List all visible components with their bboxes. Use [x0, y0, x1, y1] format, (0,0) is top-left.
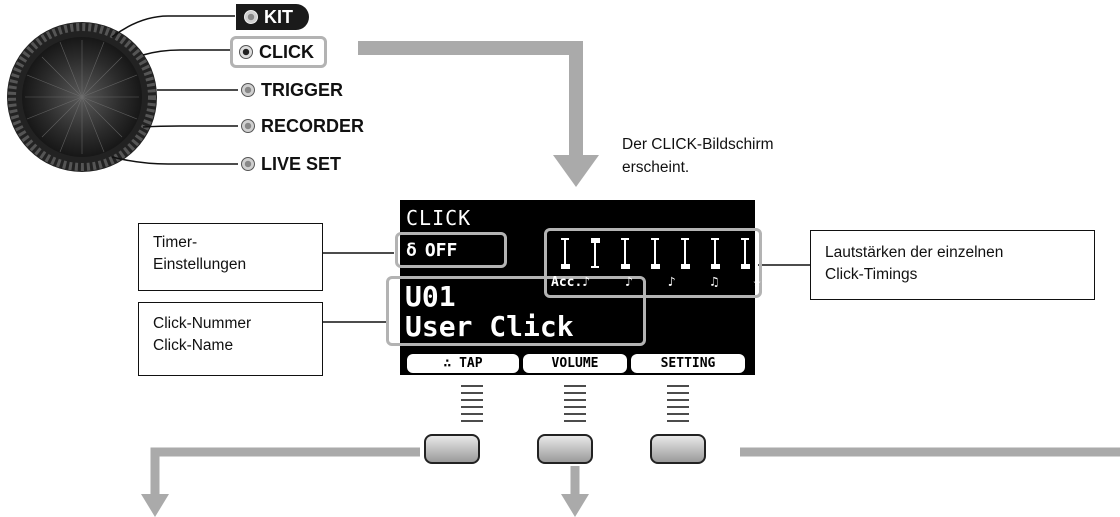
- menu-item-trigger[interactable]: TRIGGER: [241, 77, 343, 103]
- click-name: User Click: [405, 310, 574, 343]
- menu-item-live-set[interactable]: LIVE SET: [241, 151, 341, 177]
- button-stripes: [461, 385, 689, 422]
- menu-item-kit[interactable]: KIT: [236, 4, 309, 30]
- menu-item-label: CLICK: [259, 41, 314, 62]
- callout-timer-line-2: Einstellungen: [153, 256, 247, 273]
- callout-volume-line-2: Click-Timings: [825, 266, 918, 283]
- click-number: U01: [405, 280, 456, 313]
- menu-item-recorder[interactable]: RECORDER: [241, 113, 364, 139]
- volume-label-sixteenth: ♫: [710, 275, 719, 290]
- timer-value: OFF: [424, 239, 458, 261]
- menu-leader-lines: [111, 15, 238, 165]
- timer-setting[interactable]: δ OFF: [395, 232, 507, 268]
- lcd-screen: CLICK δ OFF U01 User Click: [386, 200, 762, 375]
- down-arrow-icon: [358, 41, 599, 187]
- button-arrows: [141, 447, 1120, 517]
- dial-knob-icon[interactable]: [7, 22, 157, 172]
- led-icon: [241, 119, 255, 133]
- callout-timer: Timer- Einstellungen: [138, 223, 323, 291]
- caption-line-2: erscheint.: [622, 159, 690, 176]
- softkey-tap: ∴ TAP: [407, 354, 519, 373]
- callout-volume-line-1: Lautstärken der einzelnen: [825, 244, 1004, 261]
- menu-item-label: TRIGGER: [261, 79, 344, 100]
- callout-timer-line-1: Timer-: [153, 234, 198, 251]
- volume-labels: Acc.♪ ♪ ♪ ♫ ★: [551, 275, 761, 290]
- led-icon: [239, 45, 253, 59]
- click-selection[interactable]: U01 User Click: [386, 276, 646, 346]
- tap-button[interactable]: [424, 434, 480, 464]
- softkey-volume: VOLUME: [523, 354, 627, 373]
- volume-label-eighth: ♪: [667, 275, 676, 290]
- softkey-setting: SETTING: [631, 354, 745, 373]
- menu-item-label: LIVE SET: [261, 153, 342, 174]
- setting-button[interactable]: [650, 434, 706, 464]
- callout-volume: Lautstärken der einzelnen Click-Timings: [810, 230, 1095, 300]
- lcd-title: CLICK: [406, 206, 472, 230]
- volume-label-triplet: ★: [753, 275, 761, 290]
- volume-label-accent: Acc.♪: [551, 275, 591, 290]
- volume-button[interactable]: [537, 434, 593, 464]
- screen-caption: Der CLICK-Bildschirm erscheint.: [622, 133, 774, 179]
- menu-item-click[interactable]: CLICK: [230, 36, 327, 68]
- volume-label-quarter: ♪: [625, 275, 633, 290]
- callout-click-line-1: Click-Nummer: [153, 315, 252, 332]
- led-icon: [241, 83, 255, 97]
- callout-click-line-2: Click-Name: [153, 337, 234, 354]
- menu-item-label: KIT: [264, 6, 293, 27]
- led-icon: [241, 157, 255, 171]
- led-icon: [244, 10, 258, 24]
- menu-item-label: RECORDER: [261, 115, 365, 136]
- timer-icon: δ: [406, 239, 417, 261]
- callout-click: Click-Nummer Click-Name: [138, 302, 323, 376]
- callout-leader-lines: [323, 252, 810, 323]
- volume-meters: [561, 238, 750, 269]
- volume-panel[interactable]: Acc.♪ ♪ ♪ ♫ ★: [544, 228, 762, 298]
- caption-line-1: Der CLICK-Bildschirm: [622, 136, 774, 153]
